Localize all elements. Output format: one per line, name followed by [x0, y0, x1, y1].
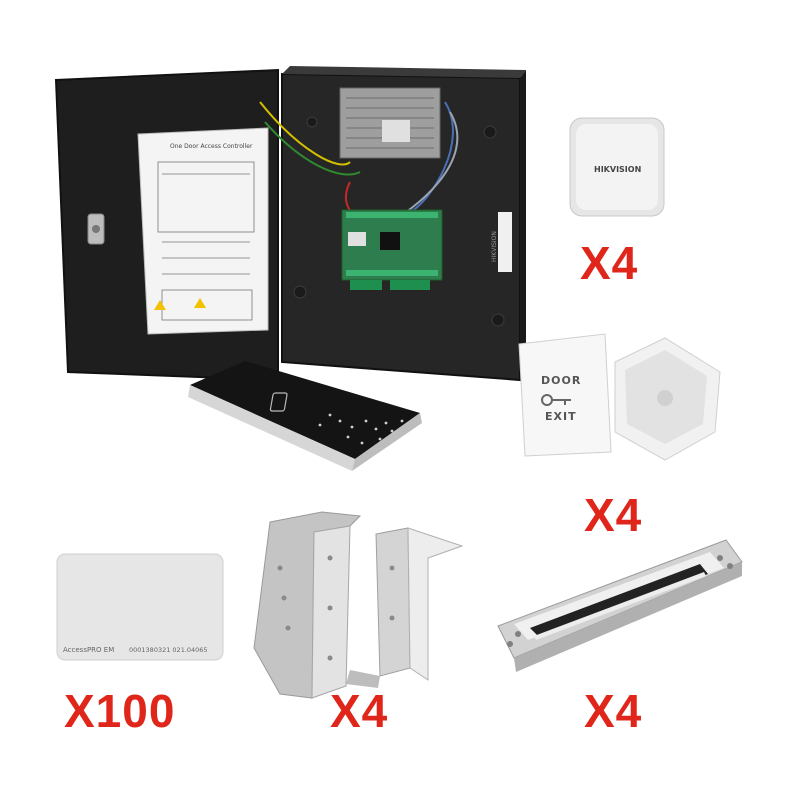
card-reader-symbol: [269, 392, 288, 412]
wiring-diagram-title: One Door Access Controller: [170, 143, 253, 150]
cabinet-side-label: HIKVISION: [491, 231, 498, 262]
card-number: 0001380321 021.04065: [129, 646, 208, 654]
key-icon: [541, 394, 571, 406]
exit-button: DOOR EXIT: [518, 333, 721, 461]
proximity-reader: HIKVISION: [569, 117, 665, 217]
quantity-reader: X4: [580, 237, 639, 289]
magnetic-lock: [497, 539, 743, 672]
quantity-card: X100: [64, 685, 176, 737]
card-brand: AccessPRO EM: [63, 646, 114, 654]
proximity-card: AccessPRO EM 0001380321 021.04065: [56, 553, 224, 661]
exit-button-top-text: DOOR: [541, 374, 581, 387]
desktop-card-reader: [188, 361, 422, 471]
access-controller-cabinet: One Door Access Controller: [54, 66, 526, 382]
quantity-maglock: X4: [584, 685, 643, 737]
quantity-exit-button: X4: [584, 489, 643, 541]
wiring-diagram-sheet: [137, 127, 269, 335]
exit-button-bottom-text: EXIT: [545, 410, 577, 423]
quantity-bracket: X4: [330, 685, 389, 737]
proximity-reader-brand: HIKVISION: [594, 165, 641, 174]
lock-brackets: [253, 511, 464, 699]
